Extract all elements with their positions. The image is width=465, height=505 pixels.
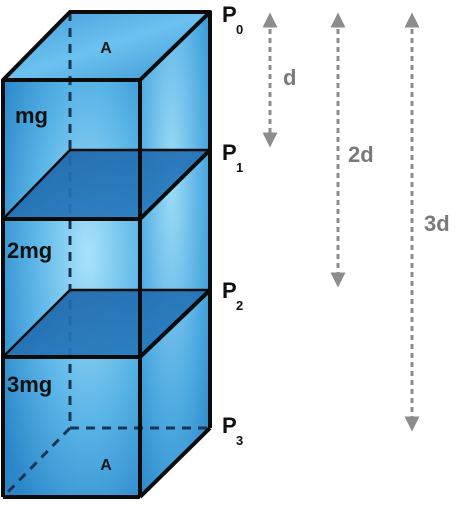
pressure-label-p0: P 0 xyxy=(222,2,243,37)
prism-bottom-side-edge xyxy=(138,426,212,499)
pressure-label-p0-main: P xyxy=(222,2,237,27)
side-divider-1 xyxy=(138,148,212,221)
weight-label-2mg: 2mg xyxy=(7,238,52,263)
pressure-label-p1-main: P xyxy=(222,140,237,165)
interface-plane-p1-edge xyxy=(2,148,210,220)
depth-label-3d: 3d xyxy=(424,211,450,236)
top-face-area-label: A xyxy=(100,40,112,57)
interface-plane-p2-edge xyxy=(2,288,210,358)
pressure-label-p1-sub: 1 xyxy=(236,160,243,175)
depth-label-d: d xyxy=(283,65,296,90)
weight-label-3mg: 3mg xyxy=(7,372,52,397)
depth-label-2d: 2d xyxy=(348,142,374,167)
pressure-label-p2-sub: 2 xyxy=(236,298,243,313)
pressure-label-p2-main: P xyxy=(222,278,237,303)
bottom-face-area-label: A xyxy=(100,457,112,474)
side-divider-2 xyxy=(138,288,212,359)
hidden-edge-left-bottom xyxy=(1,426,72,499)
prism-side-face xyxy=(140,12,210,497)
pressure-label-p1: P 1 xyxy=(222,140,243,175)
weight-label-mg: mg xyxy=(15,103,48,128)
prism xyxy=(1,10,212,499)
pressure-label-p2: P 2 xyxy=(222,278,243,313)
pressure-label-p3-main: P xyxy=(222,413,237,438)
pressure-label-p3-sub: 3 xyxy=(236,433,243,448)
pressure-label-p0-sub: 0 xyxy=(236,22,243,37)
pressure-label-p3: P 3 xyxy=(222,413,243,448)
